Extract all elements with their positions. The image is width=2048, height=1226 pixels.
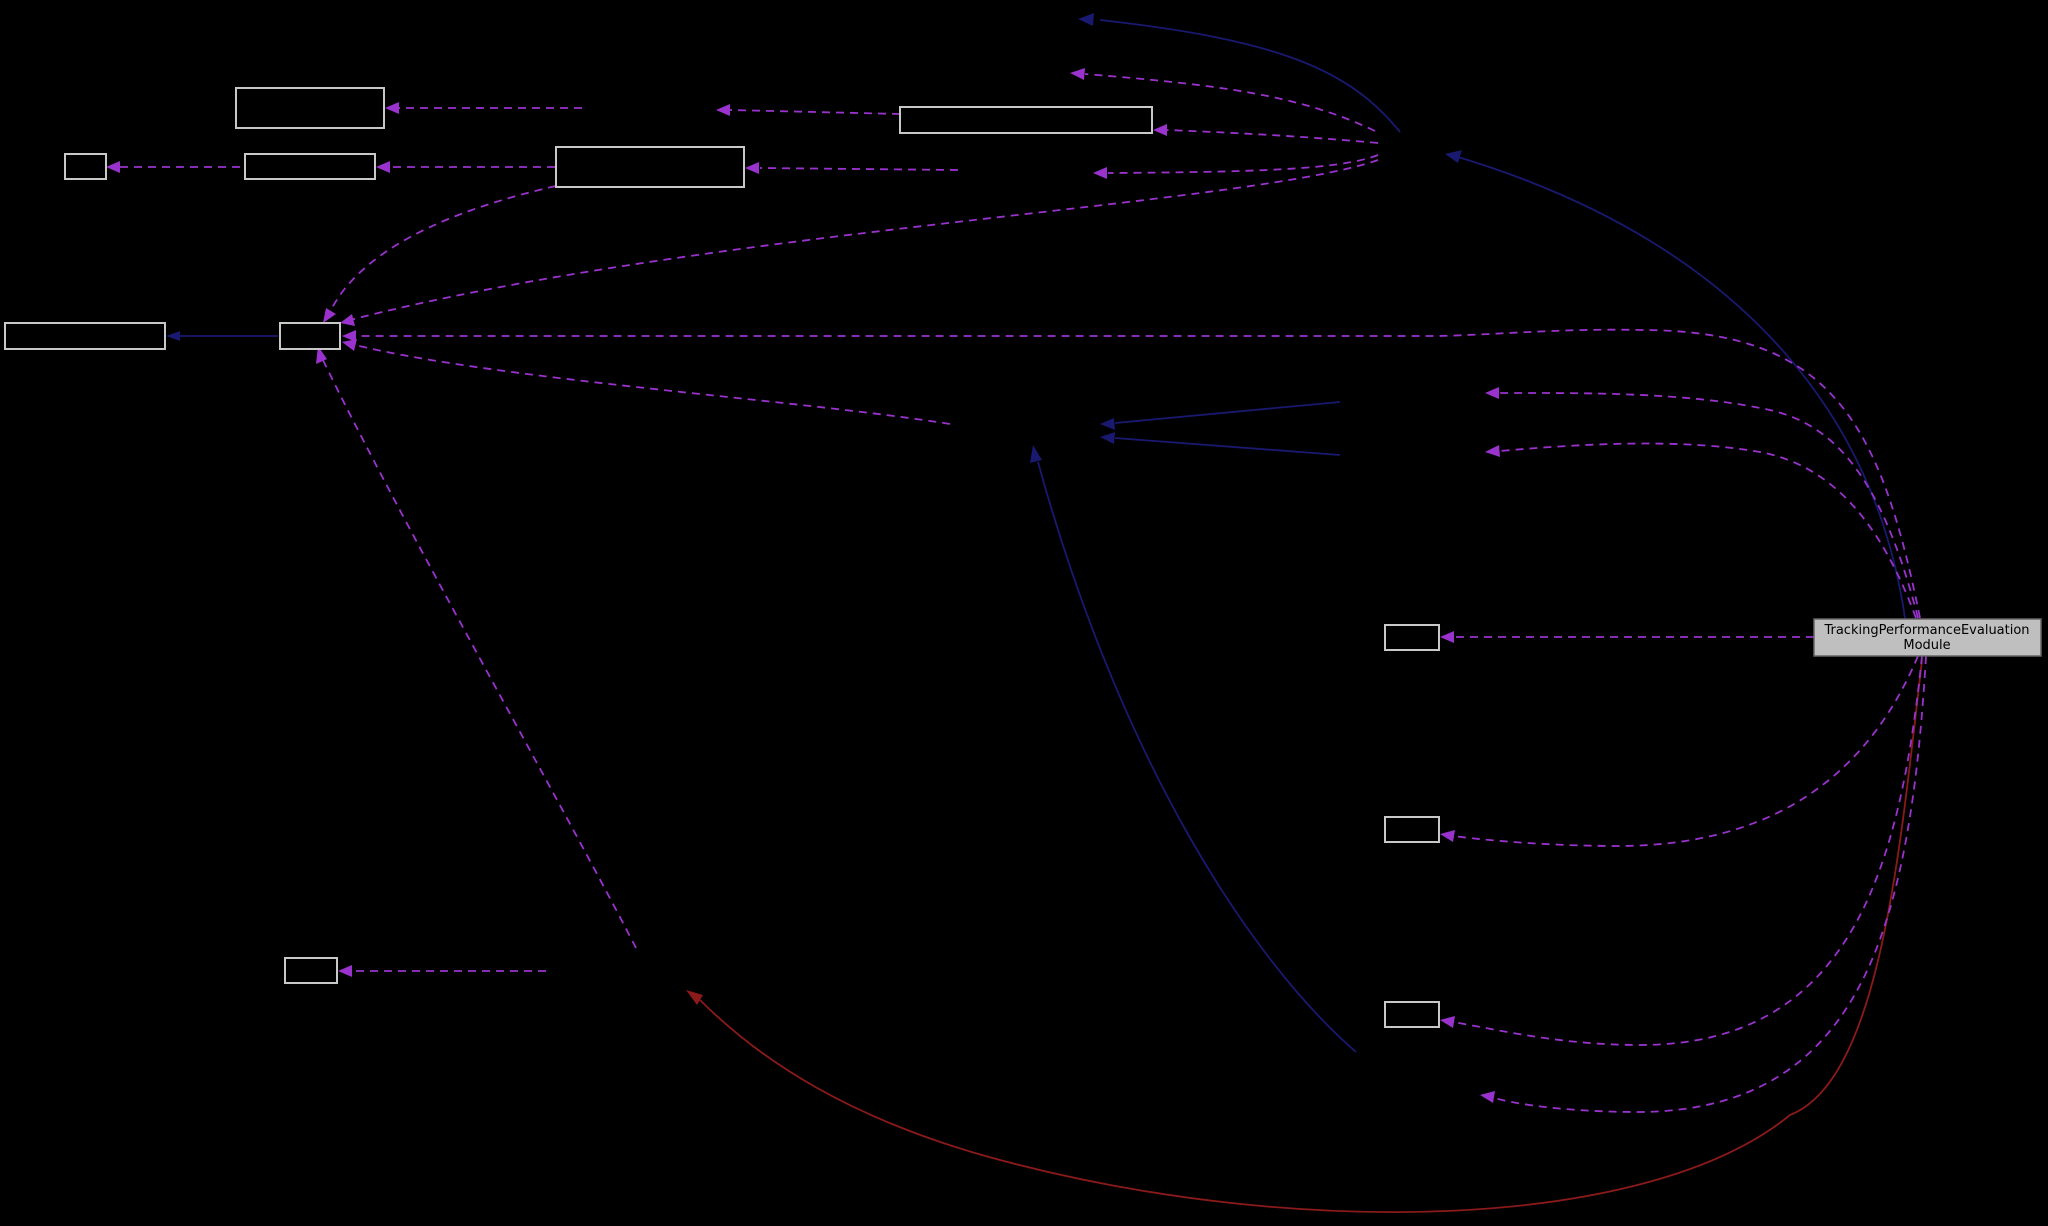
edge-usage bbox=[1153, 124, 1379, 144]
edge-usage bbox=[745, 162, 959, 174]
edge-usage bbox=[1070, 68, 1376, 132]
edge-inheritance bbox=[1445, 150, 1906, 619]
main-class-name-line2: Module bbox=[1903, 638, 1950, 653]
class-node-e[interactable] bbox=[899, 106, 1153, 134]
class-node-k[interactable] bbox=[284, 957, 338, 984]
edge-usage bbox=[716, 104, 901, 116]
edge-usage bbox=[1440, 631, 1814, 643]
edge-usage bbox=[106, 161, 240, 173]
edge-inheritance bbox=[166, 331, 278, 341]
class-node-a[interactable] bbox=[235, 87, 385, 129]
edge-usage bbox=[323, 185, 557, 323]
edge-inheritance bbox=[1030, 445, 1357, 1053]
class-node-h[interactable] bbox=[1384, 624, 1440, 651]
class-node-c[interactable] bbox=[244, 153, 376, 180]
edge-usage bbox=[340, 159, 1379, 326]
edge-inheritance bbox=[1100, 432, 1341, 456]
main-class-node[interactable]: TrackingPerformanceEvaluation Module bbox=[1813, 618, 2042, 657]
edge-usage bbox=[1440, 655, 1923, 1046]
edge-usage bbox=[342, 339, 951, 425]
edge-usage bbox=[338, 965, 546, 977]
edge-inheritance bbox=[1100, 401, 1341, 430]
edge-usage bbox=[316, 346, 637, 949]
edge-usage bbox=[385, 102, 582, 114]
edge-inheritance bbox=[1078, 13, 1401, 133]
class-node-j[interactable] bbox=[1384, 1001, 1440, 1028]
class-node-d[interactable] bbox=[555, 146, 745, 188]
edge-usage bbox=[342, 328, 1921, 619]
edge-usage bbox=[376, 161, 555, 173]
edge-usage bbox=[1093, 154, 1379, 179]
edge-usage bbox=[1440, 655, 1919, 847]
edge-template bbox=[686, 659, 1923, 1213]
class-node-b[interactable] bbox=[64, 153, 107, 180]
class-node-g[interactable] bbox=[279, 322, 341, 350]
edge-usage bbox=[1480, 655, 1927, 1113]
edge-usage bbox=[1485, 442, 1917, 619]
main-class-name-line1: TrackingPerformanceEvaluation bbox=[1823, 623, 2029, 638]
class-node-i[interactable] bbox=[1384, 816, 1440, 843]
class-node-f[interactable] bbox=[4, 322, 166, 350]
edge-usage bbox=[1485, 387, 1919, 619]
